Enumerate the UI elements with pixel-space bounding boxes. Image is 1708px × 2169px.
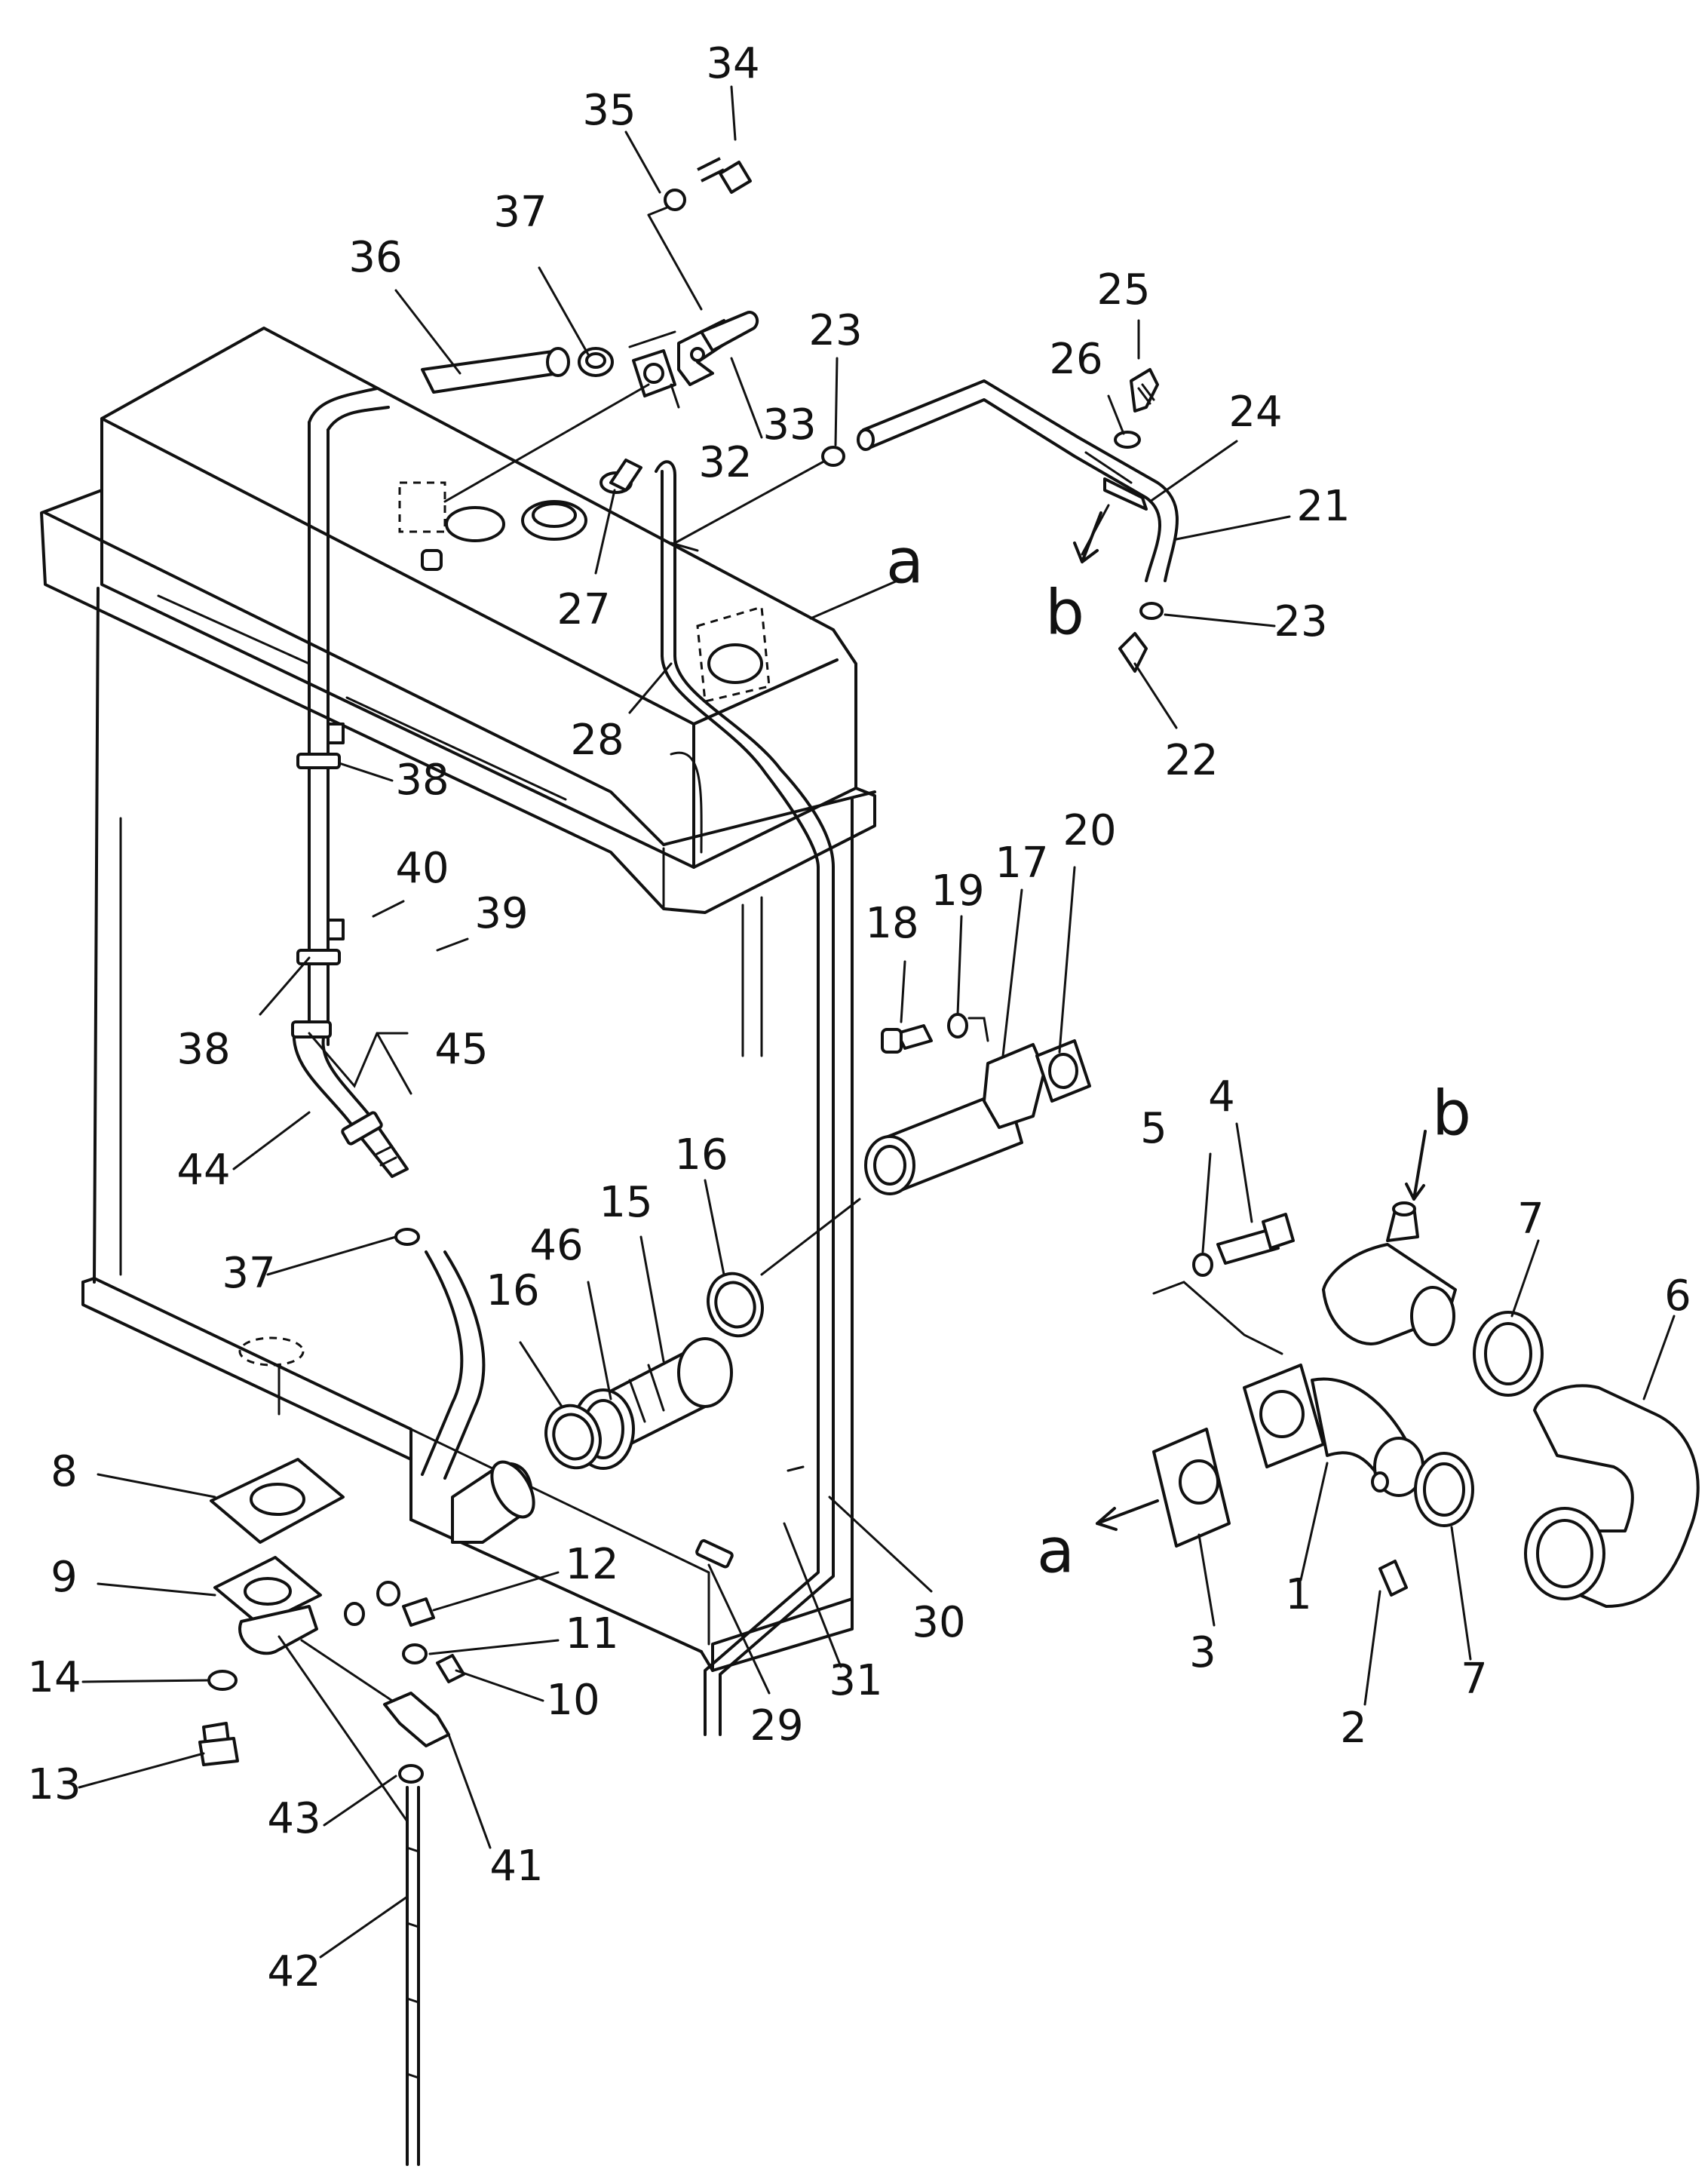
drain-assembly xyxy=(198,1458,465,2166)
callout-39: 39 xyxy=(474,889,528,938)
callout-11: 11 xyxy=(565,1609,618,1658)
callout-7-bottom: 7 xyxy=(1461,1655,1488,1704)
callout-21: 21 xyxy=(1296,482,1350,531)
tube-21-assembly xyxy=(673,368,1179,673)
radiator-assembly xyxy=(40,327,876,1672)
callout-6: 6 xyxy=(1664,1272,1691,1321)
callout-23-right: 23 xyxy=(1274,597,1327,646)
callout-35: 35 xyxy=(582,86,636,135)
ref-a-top: a xyxy=(886,526,924,597)
callout-16-right: 16 xyxy=(674,1131,728,1180)
callout-9: 9 xyxy=(51,1553,78,1602)
callout-16-left: 16 xyxy=(486,1266,539,1315)
callout-24: 24 xyxy=(1228,388,1282,437)
callout-25: 25 xyxy=(1096,265,1150,314)
callout-41: 41 xyxy=(489,1842,543,1891)
callout-28: 28 xyxy=(570,716,624,765)
callout-46: 46 xyxy=(529,1221,583,1270)
top-fittings xyxy=(443,157,759,503)
cap-and-tube-28 xyxy=(599,459,835,1736)
ref-a-right: a xyxy=(1037,1515,1075,1587)
outlet-pipe-17 xyxy=(864,1013,1091,1195)
callout-31: 31 xyxy=(829,1656,882,1705)
callout-30: 30 xyxy=(912,1598,965,1647)
callout-27: 27 xyxy=(557,585,610,634)
callout-40: 40 xyxy=(395,844,449,893)
right-hose-assembly xyxy=(1096,1130,1700,1608)
callout-37-mid: 37 xyxy=(222,1249,275,1298)
callout-18: 18 xyxy=(865,899,918,948)
callout-29: 29 xyxy=(750,1701,803,1750)
callout-15: 15 xyxy=(599,1178,652,1227)
callout-38-upper: 38 xyxy=(395,756,449,805)
callout-7-top: 7 xyxy=(1517,1195,1544,1244)
callout-36: 36 xyxy=(348,233,402,282)
callout-13: 13 xyxy=(27,1760,81,1809)
callout-42: 42 xyxy=(267,1947,320,1996)
callout-38-lower: 38 xyxy=(176,1025,230,1074)
callout-43: 43 xyxy=(267,1794,320,1843)
callout-19: 19 xyxy=(931,867,984,916)
ref-b-top: b xyxy=(1045,577,1084,649)
leader-lines xyxy=(78,85,1676,1959)
callout-labels: 34 35 37 36 23 33 32 27 28 25 26 24 21 2… xyxy=(27,39,1691,1996)
callout-8: 8 xyxy=(51,1447,78,1496)
callout-1: 1 xyxy=(1285,1570,1312,1619)
callout-14: 14 xyxy=(27,1653,81,1702)
callout-45: 45 xyxy=(434,1025,488,1074)
callout-32: 32 xyxy=(698,438,752,487)
callout-37-top: 37 xyxy=(493,188,547,237)
callout-12: 12 xyxy=(565,1540,618,1589)
hose-15-assembly xyxy=(544,1198,861,1470)
callout-17: 17 xyxy=(995,839,1048,888)
vent-tube-assembly xyxy=(291,347,570,1544)
callout-22: 22 xyxy=(1164,736,1218,785)
callout-5: 5 xyxy=(1140,1104,1167,1153)
ref-b-right: b xyxy=(1432,1078,1471,1149)
callout-23-top: 23 xyxy=(808,306,862,355)
callout-34: 34 xyxy=(706,39,759,88)
callout-20: 20 xyxy=(1063,806,1116,855)
callout-33: 33 xyxy=(762,400,816,449)
callout-44: 44 xyxy=(176,1146,230,1195)
callout-3: 3 xyxy=(1189,1628,1216,1677)
callout-26: 26 xyxy=(1049,335,1102,384)
callout-10: 10 xyxy=(546,1676,599,1725)
callout-4: 4 xyxy=(1208,1072,1235,1121)
callout-2: 2 xyxy=(1340,1704,1367,1753)
